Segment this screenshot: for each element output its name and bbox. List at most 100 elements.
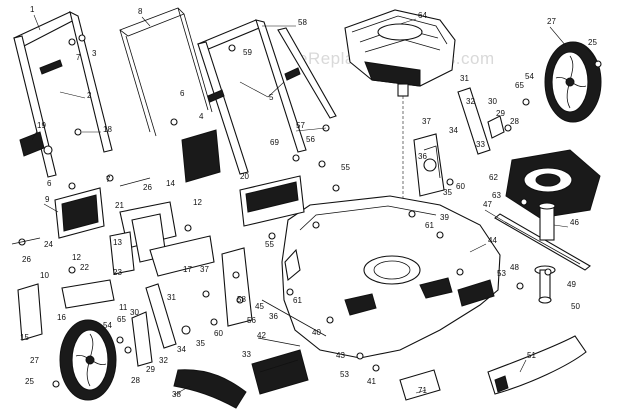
callout-4: 4 xyxy=(199,112,204,121)
bottom-bracket xyxy=(399,369,441,401)
callout-17: 17 xyxy=(183,265,192,274)
callout-32: 32 xyxy=(159,356,168,365)
callout-29: 29 xyxy=(146,365,155,374)
callout-6: 6 xyxy=(47,179,52,188)
callout-65: 65 xyxy=(117,315,126,324)
mower-deck xyxy=(281,195,501,359)
callout-60: 60 xyxy=(214,329,223,338)
callout-26: 26 xyxy=(22,255,31,264)
callout-54: 54 xyxy=(525,72,534,81)
callout-71: 71 xyxy=(418,386,427,395)
wheel-bottom-left xyxy=(52,319,117,401)
callout-9: 9 xyxy=(45,195,50,204)
blade xyxy=(494,213,591,271)
callout-62: 62 xyxy=(489,173,498,182)
callout-55: 55 xyxy=(265,240,274,249)
cover-4 xyxy=(181,129,221,183)
callout-21: 21 xyxy=(115,201,124,210)
callout-57: 57 xyxy=(296,121,305,130)
callout-22: 22 xyxy=(80,263,89,272)
callout-43: 43 xyxy=(336,351,345,360)
callout-41: 41 xyxy=(367,377,376,386)
callout-30: 30 xyxy=(130,308,139,317)
callout-10: 10 xyxy=(40,271,49,280)
callout-58: 58 xyxy=(237,295,246,304)
callout-20: 20 xyxy=(240,172,249,181)
height-lever-left xyxy=(131,283,177,367)
callout-6: 6 xyxy=(180,89,185,98)
callout-5: 5 xyxy=(269,93,274,102)
callout-1: 1 xyxy=(30,5,35,14)
callout-47: 47 xyxy=(483,200,492,209)
callout-13: 13 xyxy=(113,238,122,247)
callout-37: 37 xyxy=(422,117,431,126)
callout-28: 28 xyxy=(131,376,140,385)
callout-48: 48 xyxy=(510,263,519,272)
callout-15: 15 xyxy=(20,333,29,342)
callout-59: 59 xyxy=(243,48,252,57)
mid-handle xyxy=(196,19,337,175)
callout-36: 36 xyxy=(418,152,427,161)
callout-27: 27 xyxy=(547,17,556,26)
callout-51: 51 xyxy=(527,351,536,360)
callout-40: 40 xyxy=(312,328,321,337)
wheel-top-right xyxy=(544,41,602,123)
callout-34: 34 xyxy=(177,345,186,354)
callout-49: 49 xyxy=(567,280,576,289)
blade-adapter xyxy=(534,202,556,304)
callout-31: 31 xyxy=(460,74,469,83)
callout-55: 55 xyxy=(341,163,350,172)
callout-36: 36 xyxy=(269,312,278,321)
callout-46: 46 xyxy=(570,218,579,227)
rear-flap-20 xyxy=(239,175,305,227)
rear-axle xyxy=(257,299,327,347)
callout-28: 28 xyxy=(510,117,519,126)
callout-24: 24 xyxy=(44,240,53,249)
callout-3: 3 xyxy=(92,49,97,58)
callout-61: 61 xyxy=(425,221,434,230)
callout-64: 64 xyxy=(418,11,427,20)
callout-45: 45 xyxy=(255,302,264,311)
callout-16: 16 xyxy=(57,313,66,322)
callout-2: 2 xyxy=(87,91,92,100)
callout-23: 23 xyxy=(113,268,122,277)
blade-housing xyxy=(505,149,601,219)
height-arm-right xyxy=(457,87,505,155)
callout-29: 29 xyxy=(496,109,505,118)
callout-61: 61 xyxy=(293,296,302,305)
lower-handle xyxy=(119,7,213,137)
handle-knob xyxy=(19,131,53,157)
callout-33: 33 xyxy=(242,350,251,359)
callout-32: 32 xyxy=(466,97,475,106)
discharge-chute xyxy=(173,369,247,409)
callout-18: 18 xyxy=(103,125,112,134)
callout-60: 60 xyxy=(456,182,465,191)
callout-65: 65 xyxy=(515,81,524,90)
callout-56: 56 xyxy=(247,316,256,325)
callout-38: 38 xyxy=(172,390,181,399)
callout-12: 12 xyxy=(72,253,81,262)
callout-35: 35 xyxy=(196,339,205,348)
callout-58: 58 xyxy=(298,18,307,27)
callout-26: 26 xyxy=(143,183,152,192)
callout-7: 7 xyxy=(76,53,81,62)
callout-12: 12 xyxy=(193,198,202,207)
callout-27: 27 xyxy=(30,356,39,365)
callout-50: 50 xyxy=(571,302,580,311)
callout-63: 63 xyxy=(492,191,501,200)
callout-42: 42 xyxy=(257,331,266,340)
rear-skirt xyxy=(487,335,587,395)
callout-14: 14 xyxy=(166,179,175,188)
callout-19: 19 xyxy=(37,121,46,130)
callout-53: 53 xyxy=(340,370,349,379)
upper-handle xyxy=(12,10,113,178)
callout-56: 56 xyxy=(306,135,315,144)
rear-flap-left xyxy=(54,187,105,239)
mulch-plug xyxy=(251,349,309,395)
callout-44: 44 xyxy=(488,236,497,245)
height-adjuster-bracket xyxy=(109,201,215,277)
pivot-plate-right xyxy=(413,133,445,197)
